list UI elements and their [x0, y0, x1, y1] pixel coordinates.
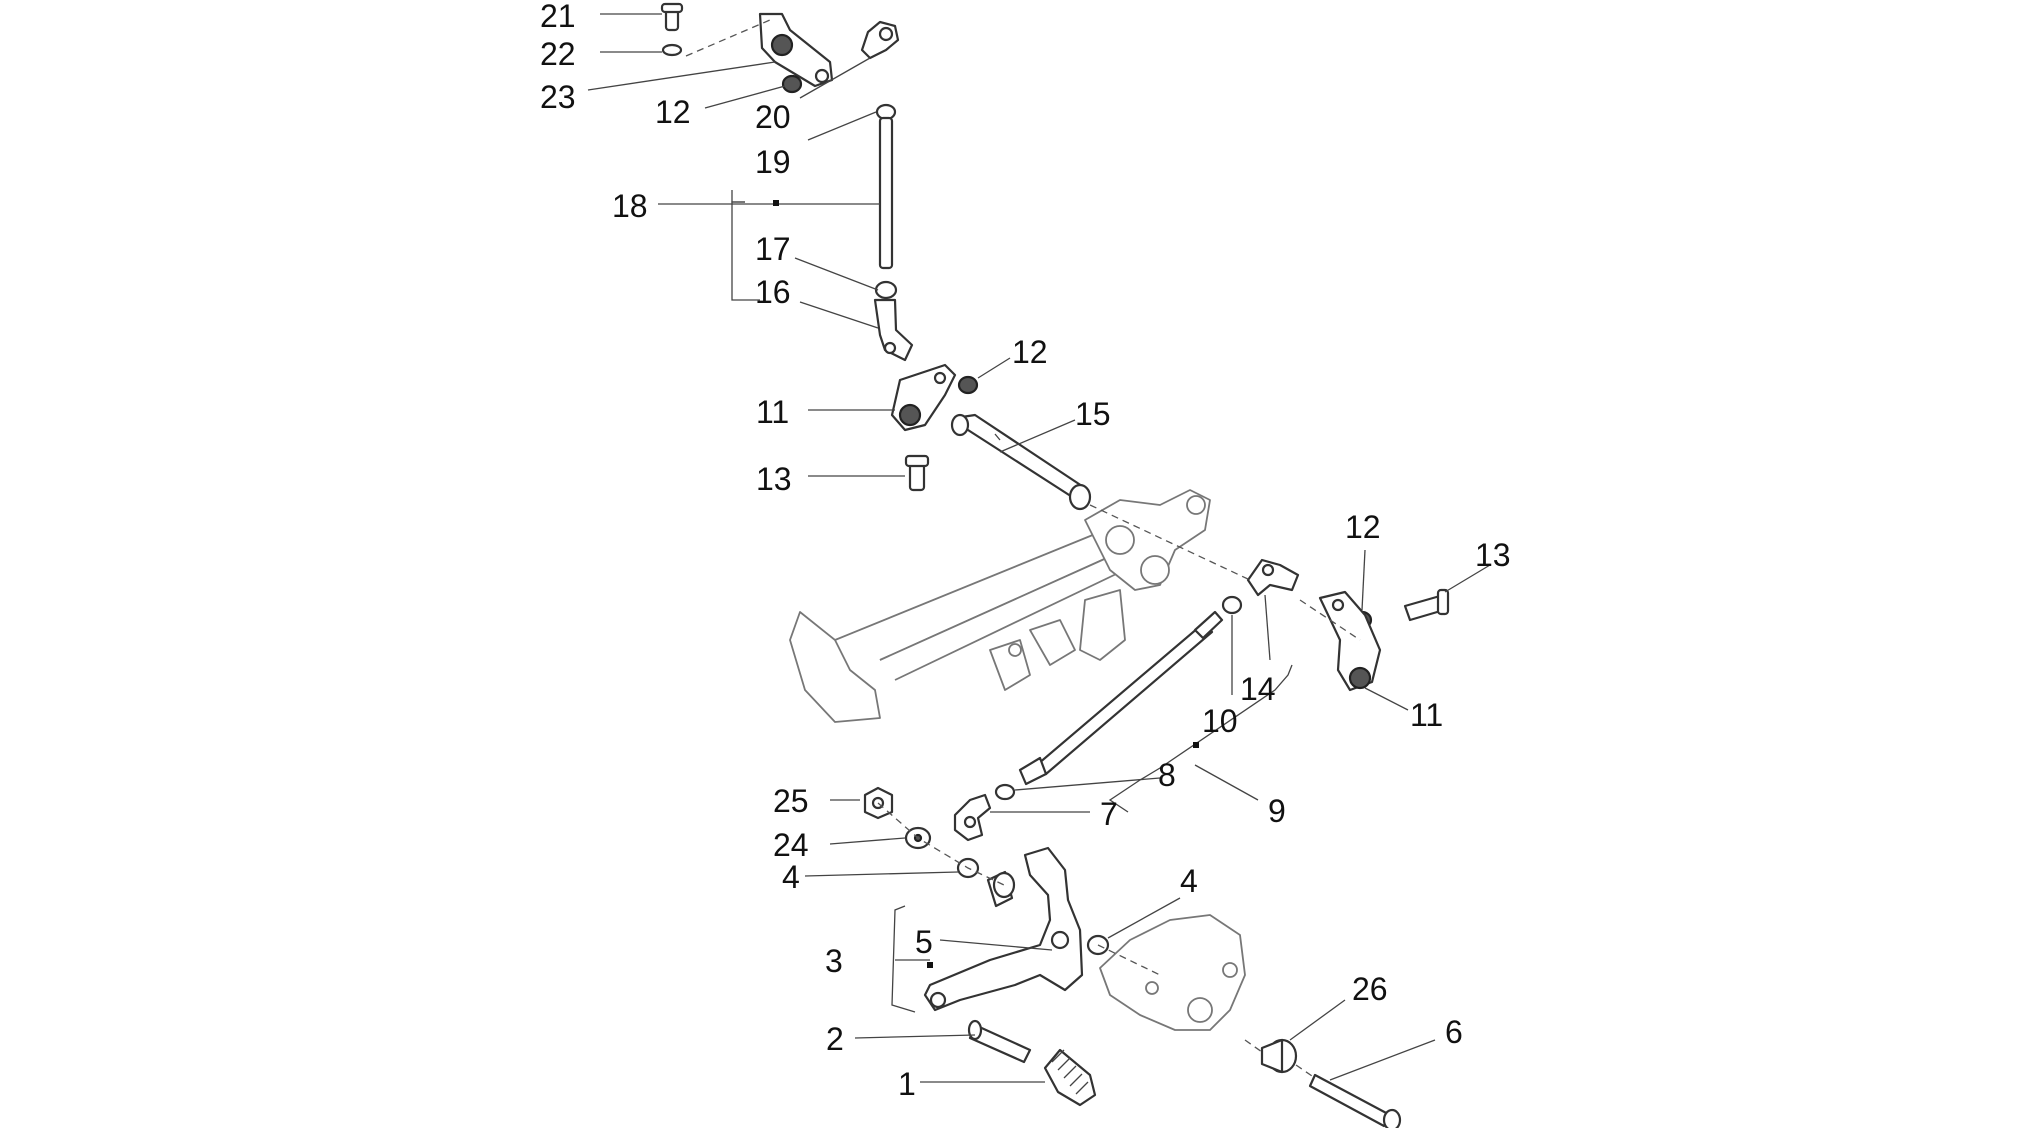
callout-11-right: 11: [1410, 697, 1443, 733]
callout-9: 9: [1268, 793, 1286, 829]
frame-bracket: [789, 489, 1211, 723]
part-18-rod: [878, 116, 894, 270]
part-21-screw: [660, 2, 684, 32]
callout-15: 15: [1075, 396, 1111, 432]
callout-13-right: 13: [1475, 537, 1511, 573]
callout-3: 3: [825, 943, 843, 979]
callout-labels: 21 22 23 12 20 19 18 17 16 12 11 15 13 1…: [540, 0, 1511, 1102]
part-2-pin: [967, 1019, 1032, 1064]
assembly-axis-lines: [685, 19, 1361, 1079]
callout-4-right: 4: [1180, 863, 1198, 899]
callout-12-mid: 12: [1012, 334, 1048, 370]
callout-17: 17: [755, 231, 791, 267]
part-15-shaft: [950, 413, 1092, 511]
part-7-ball-joint: [953, 793, 992, 842]
part-8-rod: [1018, 610, 1224, 786]
callout-18: 18: [612, 188, 648, 224]
callout-14: 14: [1240, 671, 1276, 707]
callout-20: 20: [755, 99, 791, 135]
callout-12-top: 12: [655, 94, 691, 130]
part-12-nut-top: [781, 74, 803, 94]
group-markers: [773, 200, 1199, 968]
callout-4-left: 4: [782, 859, 800, 895]
callout-11-left: 11: [756, 394, 789, 430]
part-22-washer: [661, 43, 683, 57]
part-16-ball-joint: [873, 298, 914, 362]
part-8-nut: [994, 783, 1016, 801]
part-6-bolt: [1308, 1073, 1402, 1128]
callout-6: 6: [1445, 1014, 1463, 1050]
callout-26: 26: [1352, 971, 1388, 1007]
callout-23: 23: [540, 79, 576, 115]
part-3-pedal-lever: [923, 846, 1084, 1012]
callout-16: 16: [755, 274, 791, 310]
callout-24: 24: [773, 827, 809, 863]
part-5-bushing: [986, 870, 1016, 908]
part-23-lever: [758, 12, 834, 88]
callout-25: 25: [773, 783, 809, 819]
callout-2: 2: [826, 1021, 844, 1057]
callout-10: 10: [1202, 703, 1238, 739]
part-26-bushing: [1260, 1038, 1298, 1074]
part-14-ball-joint: [1246, 558, 1300, 597]
callout-22: 22: [540, 36, 576, 72]
part-1-rubber-grip: [1043, 1048, 1097, 1107]
part-11-lever-left: [890, 363, 957, 432]
part-13-screw-left: [904, 454, 930, 492]
part-12-nut-mid: [957, 375, 979, 395]
callout-5: 5: [915, 924, 933, 960]
part-11-lever-right: [1318, 590, 1382, 692]
callout-8: 8: [1158, 757, 1176, 793]
part-13-screw-right: [1403, 588, 1450, 622]
callout-7: 7: [1100, 796, 1118, 832]
callout-21: 21: [540, 0, 576, 34]
callout-1: 1: [898, 1066, 916, 1102]
part-20-ball-joint: [860, 20, 900, 60]
callout-13-left: 13: [756, 461, 792, 497]
part-17-nut: [874, 280, 898, 300]
leader-lines: [587, 13, 1491, 1083]
callout-19: 19: [755, 144, 791, 180]
part-10-nut: [1221, 595, 1243, 615]
part-bracket-housing: [1099, 914, 1246, 1031]
callout-12-right: 12: [1345, 509, 1381, 545]
